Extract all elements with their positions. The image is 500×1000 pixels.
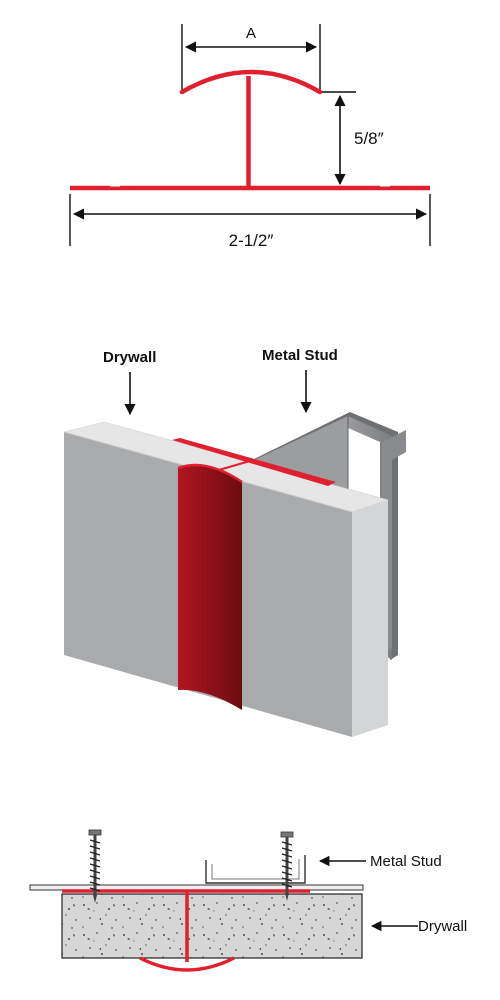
profile-diagram: A 5/8″ 2-1/2″ [69,24,431,250]
isometric-diagram: Drywall Metal Stud [62,347,406,737]
section-metal-stud [205,855,306,884]
section-trim-cap [139,956,235,972]
trim-cap-arc [179,69,323,95]
dim-length-label: 2-1/2″ [229,231,274,250]
iso-trim-flange [178,465,242,710]
iso-drywall-label: Drywall [103,349,156,366]
section-drywall-label: Drywall [418,918,467,935]
iso-trim [172,438,336,710]
section-screw-right [280,831,294,901]
section-diagram: Metal Stud Drywall [29,829,467,972]
section-drywall [61,893,363,959]
iso-stud-label: Metal Stud [262,347,338,364]
section-stud-label: Metal Stud [370,853,442,870]
dim-height-label: 5/8″ [354,129,384,148]
dim-a-label: A [246,25,256,42]
section-screw-left [88,829,102,903]
